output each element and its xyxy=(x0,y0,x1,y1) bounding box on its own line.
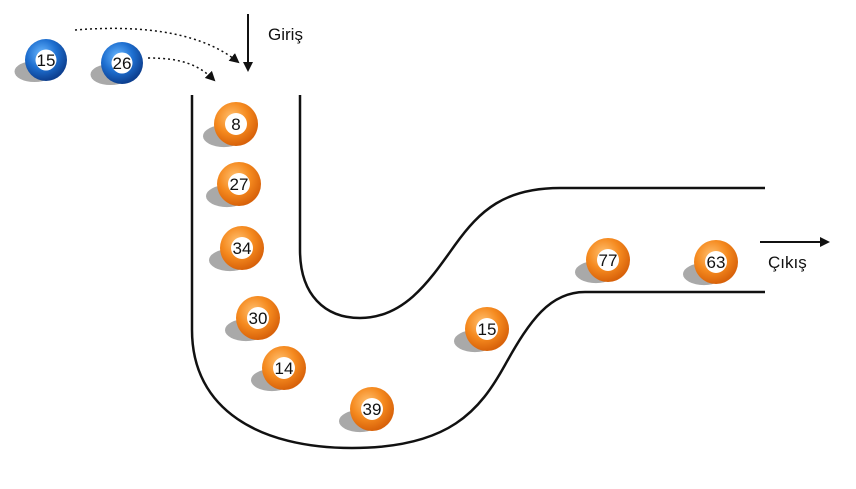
pipe-ball: 30 xyxy=(225,296,280,342)
ball-number: 27 xyxy=(230,175,249,194)
ball-number: 8 xyxy=(231,115,240,134)
ball-label-disc xyxy=(111,52,133,74)
pipe-outer-wall xyxy=(190,95,765,450)
incoming-path-1 xyxy=(74,27,240,64)
ball-number: 26 xyxy=(113,54,132,73)
ball-label-disc xyxy=(361,398,383,420)
incoming-ball: 26 xyxy=(90,42,143,86)
ball-label-disc xyxy=(705,251,727,273)
pipe-ball: 63 xyxy=(683,240,738,286)
pipe-ball: 15 xyxy=(454,307,509,353)
ball-number: 15 xyxy=(478,320,497,339)
ball-number: 15 xyxy=(37,51,56,70)
pipe-inner-wall xyxy=(298,95,765,320)
balls-layer: 15 26 8 27 34 30 14 39 15 77 63 xyxy=(14,39,738,433)
ball-label-disc xyxy=(228,173,250,195)
ball-label-disc xyxy=(597,249,619,271)
ball-number: 30 xyxy=(249,309,268,328)
pipe-ball: 34 xyxy=(209,226,264,272)
ball-number: 34 xyxy=(233,239,252,258)
ball-label-disc xyxy=(225,113,247,135)
ball-label-disc xyxy=(35,49,57,71)
pipe-ball: 77 xyxy=(575,238,630,284)
pipe-ball: 14 xyxy=(251,346,306,392)
exit-label: Çıkış xyxy=(768,253,807,272)
ball-label-disc xyxy=(476,318,498,340)
ball-number: 39 xyxy=(363,400,382,419)
ball-number: 77 xyxy=(599,251,618,270)
entry-label: Giriş xyxy=(268,25,303,44)
ball-number: 63 xyxy=(707,253,726,272)
pipe-ball: 39 xyxy=(339,387,394,433)
ball-label-disc xyxy=(247,307,269,329)
incoming-path-2 xyxy=(147,57,216,82)
pipe-ball: 27 xyxy=(206,162,261,208)
ball-label-disc xyxy=(273,357,295,379)
ball-number: 14 xyxy=(275,359,294,378)
ball-label-disc xyxy=(231,237,253,259)
pipe-ball: 8 xyxy=(203,102,258,148)
incoming-ball: 15 xyxy=(14,39,67,83)
